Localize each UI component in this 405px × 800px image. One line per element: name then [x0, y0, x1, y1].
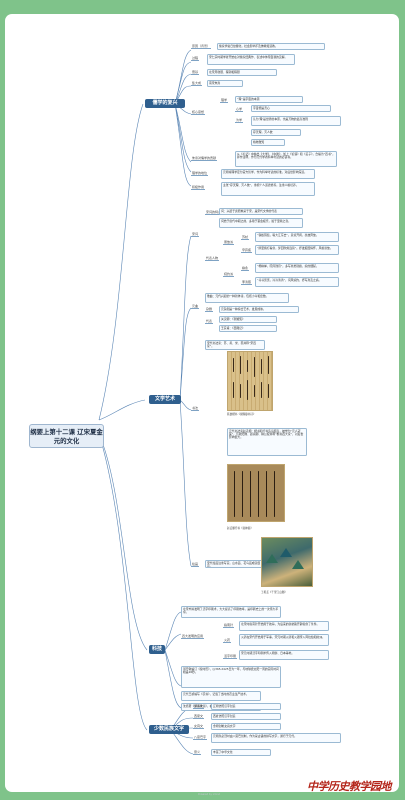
neo-bg-label: 原因（背景）	[191, 44, 212, 49]
calligraphy-caption-2: 赵孟頫行书《洛神赋》	[227, 527, 253, 530]
painting-caption: 王希孟《千里江山图》	[261, 591, 287, 594]
neo-process-label: 过程	[191, 56, 200, 61]
branch-neo-confucianism[interactable]: 儒学的复兴	[145, 99, 185, 108]
neo-synth-label: 集大成	[191, 81, 203, 86]
lit-ci-label2: 宋词的特点	[205, 210, 223, 215]
lit-calli-intro: 宋代书法家：苏、黄、米、蔡并称“宋四家”。	[205, 340, 265, 350]
sci-s2c-label: 活字印刷	[223, 654, 238, 659]
mindmap-card: 纲要上第十二课 辽宋夏金元的文化 儒学的复兴 文学艺术 科技 少数民族文字 原因…	[5, 14, 399, 796]
neo-effect-label: 积极作用	[191, 185, 206, 190]
neo-influence-label: 理学的地位	[191, 171, 209, 176]
lit-haofang-a-text: “铁板铜琶，唱大江东去”。意境开阔，豪放奔放。	[255, 232, 339, 242]
neo-founder-label: 奠基	[191, 70, 200, 75]
lit-qu-c2: 王实甫：《西厢记》	[219, 325, 277, 332]
lit-wanyue-label: 婉约派	[223, 272, 235, 277]
branch-minority-scripts[interactable]: 少数民族文字	[149, 725, 189, 734]
lit-wanyue-a-text: “杨柳岸，晓风残月”，多写离愁别绪，婉约细腻。	[255, 263, 339, 273]
neo-works: 从《礼记》中抽出《大学》、《中庸》，加上《论语》和《孟子》，合编为“四书”，并作…	[235, 151, 337, 167]
lit-haofang-a: 苏轼	[241, 235, 250, 240]
neo-influence: 元朝将理学定为官方哲学，作为科举考试的标准，对后世影响深远。	[221, 169, 315, 179]
sci-s4: 元代王祯编写《农书》，记载了当时的农业生产技术。	[181, 691, 261, 701]
neo-effect: 主张“存天理、灭人欲”，重视个人道德修养，注重人格培养。	[221, 182, 315, 196]
lit-paint-label: 绘画	[191, 562, 200, 567]
neo-b3: 认为‘理’是世界的本原，也是万物的最高准则	[251, 116, 341, 126]
neo-a1: “理”是宇宙的本源	[235, 96, 303, 103]
neo-bg: 儒家学说日益僵化，社会影响不及佛教和道教。	[217, 43, 325, 50]
min-m1-label: 契丹文	[193, 704, 205, 709]
painting-image	[261, 537, 313, 587]
lit-ci-label: 宋词	[191, 232, 200, 237]
neo-works-label: 朱熹对儒学的贡献	[191, 156, 218, 161]
neo-b5: 格物致知	[251, 139, 285, 146]
branch-literature-art[interactable]: 文学艺术	[149, 395, 181, 404]
min-m5: 丰富了中华文化	[211, 749, 271, 756]
sci-s2a-label: 指南针	[223, 623, 235, 628]
min-m2: 西夏仿照汉字创造	[211, 713, 281, 720]
neo-synth: 南宋朱熹	[207, 80, 243, 87]
lit-paint-text: 宋代绘画注重写实，山水画、花鸟画成就很高。	[205, 560, 265, 568]
calligraphy-caption-1: 蔡襄楷书《谢赐御书诗》	[227, 413, 256, 416]
neo-process: 宋仁宗时期学者开始在对儒家经典作、表述中体现自我的见解。	[207, 54, 295, 65]
lit-wanyue-b: 李清照	[241, 280, 253, 285]
lit-reps-label: 代表人物	[205, 256, 220, 261]
sci-s2-label: 四大发明的应用	[181, 634, 205, 639]
min-m4-label: 八思巴字	[193, 735, 208, 740]
neo-founder: 北宋周敦颐、程颢和程颐	[207, 69, 277, 76]
sci-s2b-label: 火药	[223, 638, 232, 643]
calligraphy-image-1	[227, 351, 273, 411]
sci-s1: 北宋毕昇发明了活字印刷术，大大提高了印刷效率，是印刷史上的一次伟大革命。	[181, 606, 281, 618]
min-m3: 金朝创制女真文字	[211, 723, 281, 730]
lit-wanyue-b-text: “寻寻觅觅，冷冷清清”，词风婉约，抒写离乱之痛。	[255, 277, 339, 287]
neo-content-label: 核心思想	[191, 110, 206, 115]
branch-science[interactable]: 科技	[149, 645, 165, 654]
connector-lines	[98, 49, 194, 755]
sci-s2b: 火药在宋代开始用于军事，宋元时期火药和火器传入阿拉伯和欧洲。	[239, 634, 329, 646]
sci-s2a: 北宋时指南针开始用于航海，为后来的新航路开辟提供了条件。	[239, 621, 329, 631]
lit-haofang-label: 豪放派	[223, 240, 235, 245]
lit-qu-a: 散曲：元代兴起的一种新体诗，包括小令和套数。	[205, 293, 289, 303]
lit-qu-label: 元曲	[191, 304, 200, 309]
min-m2-label: 西夏文	[193, 714, 205, 719]
sci-s2c: 宋元时期活字印刷术传入朝鲜、日本等地。	[239, 650, 329, 660]
lit-haofang-b: 辛弃疾	[241, 248, 253, 253]
lit-wanyue-a: 柳永	[241, 266, 250, 271]
lit-haofang-b-text: “醉里挑灯看剑，梦回吹角连营”。抒发报国情怀，风格豪放。	[255, 245, 339, 255]
brand-logo: 中学历史教学园地	[307, 780, 392, 793]
min-m4: 元朝忽必烈时由八思巴创制，作为蒙古语的拼写文字，通行于元代。	[211, 733, 341, 743]
lit-ci-intro: 词始于唐代中期之前，多用于宴会娱乐，属于里巷之音。	[219, 218, 303, 228]
min-m3-label: 女真文	[193, 724, 205, 729]
neo-sub-a: 理学	[220, 98, 229, 103]
neo-b-label: 心学	[235, 107, 244, 112]
lit-qu-c-label: 代表	[205, 319, 214, 324]
neo-b2: 宇宙便是吾心	[251, 105, 331, 112]
lit-qu-c1: 关汉卿：《窦娥冤》	[219, 316, 277, 323]
calligraphy-image-2	[227, 464, 285, 522]
sci-s3: 郭守敬编订《授时历》，以365.2425日为一年，与地球绕太阳一周的实际时间相差…	[181, 666, 281, 688]
neo-a3-label: 为学	[235, 118, 244, 123]
min-m1: 辽朝仿照汉字创造	[211, 703, 281, 710]
min-m5-label: 意义	[193, 750, 202, 755]
lit-qu-b: 元杂剧是一种综合艺术，发展成熟。	[219, 306, 299, 313]
watermark: Powered by xmind	[198, 793, 221, 796]
lit-qu-b-label: 杂剧	[205, 307, 214, 312]
lit-calli-label: 书法	[191, 406, 200, 411]
lit-calli-text2: 元代书法家赵孟頫：楷书和行书造诣很高，被誉为“元人冠冕”，与欧阳询、颜真卿、柳公…	[227, 428, 307, 456]
lit-ci-form: 词：兴起于唐而繁荣于宋，是宋代文学的代表	[219, 208, 303, 215]
central-topic[interactable]: 纲要上第十二课 辽宋夏金元的文化	[29, 424, 104, 448]
neo-b4: 存天理，灭人欲	[251, 129, 301, 136]
